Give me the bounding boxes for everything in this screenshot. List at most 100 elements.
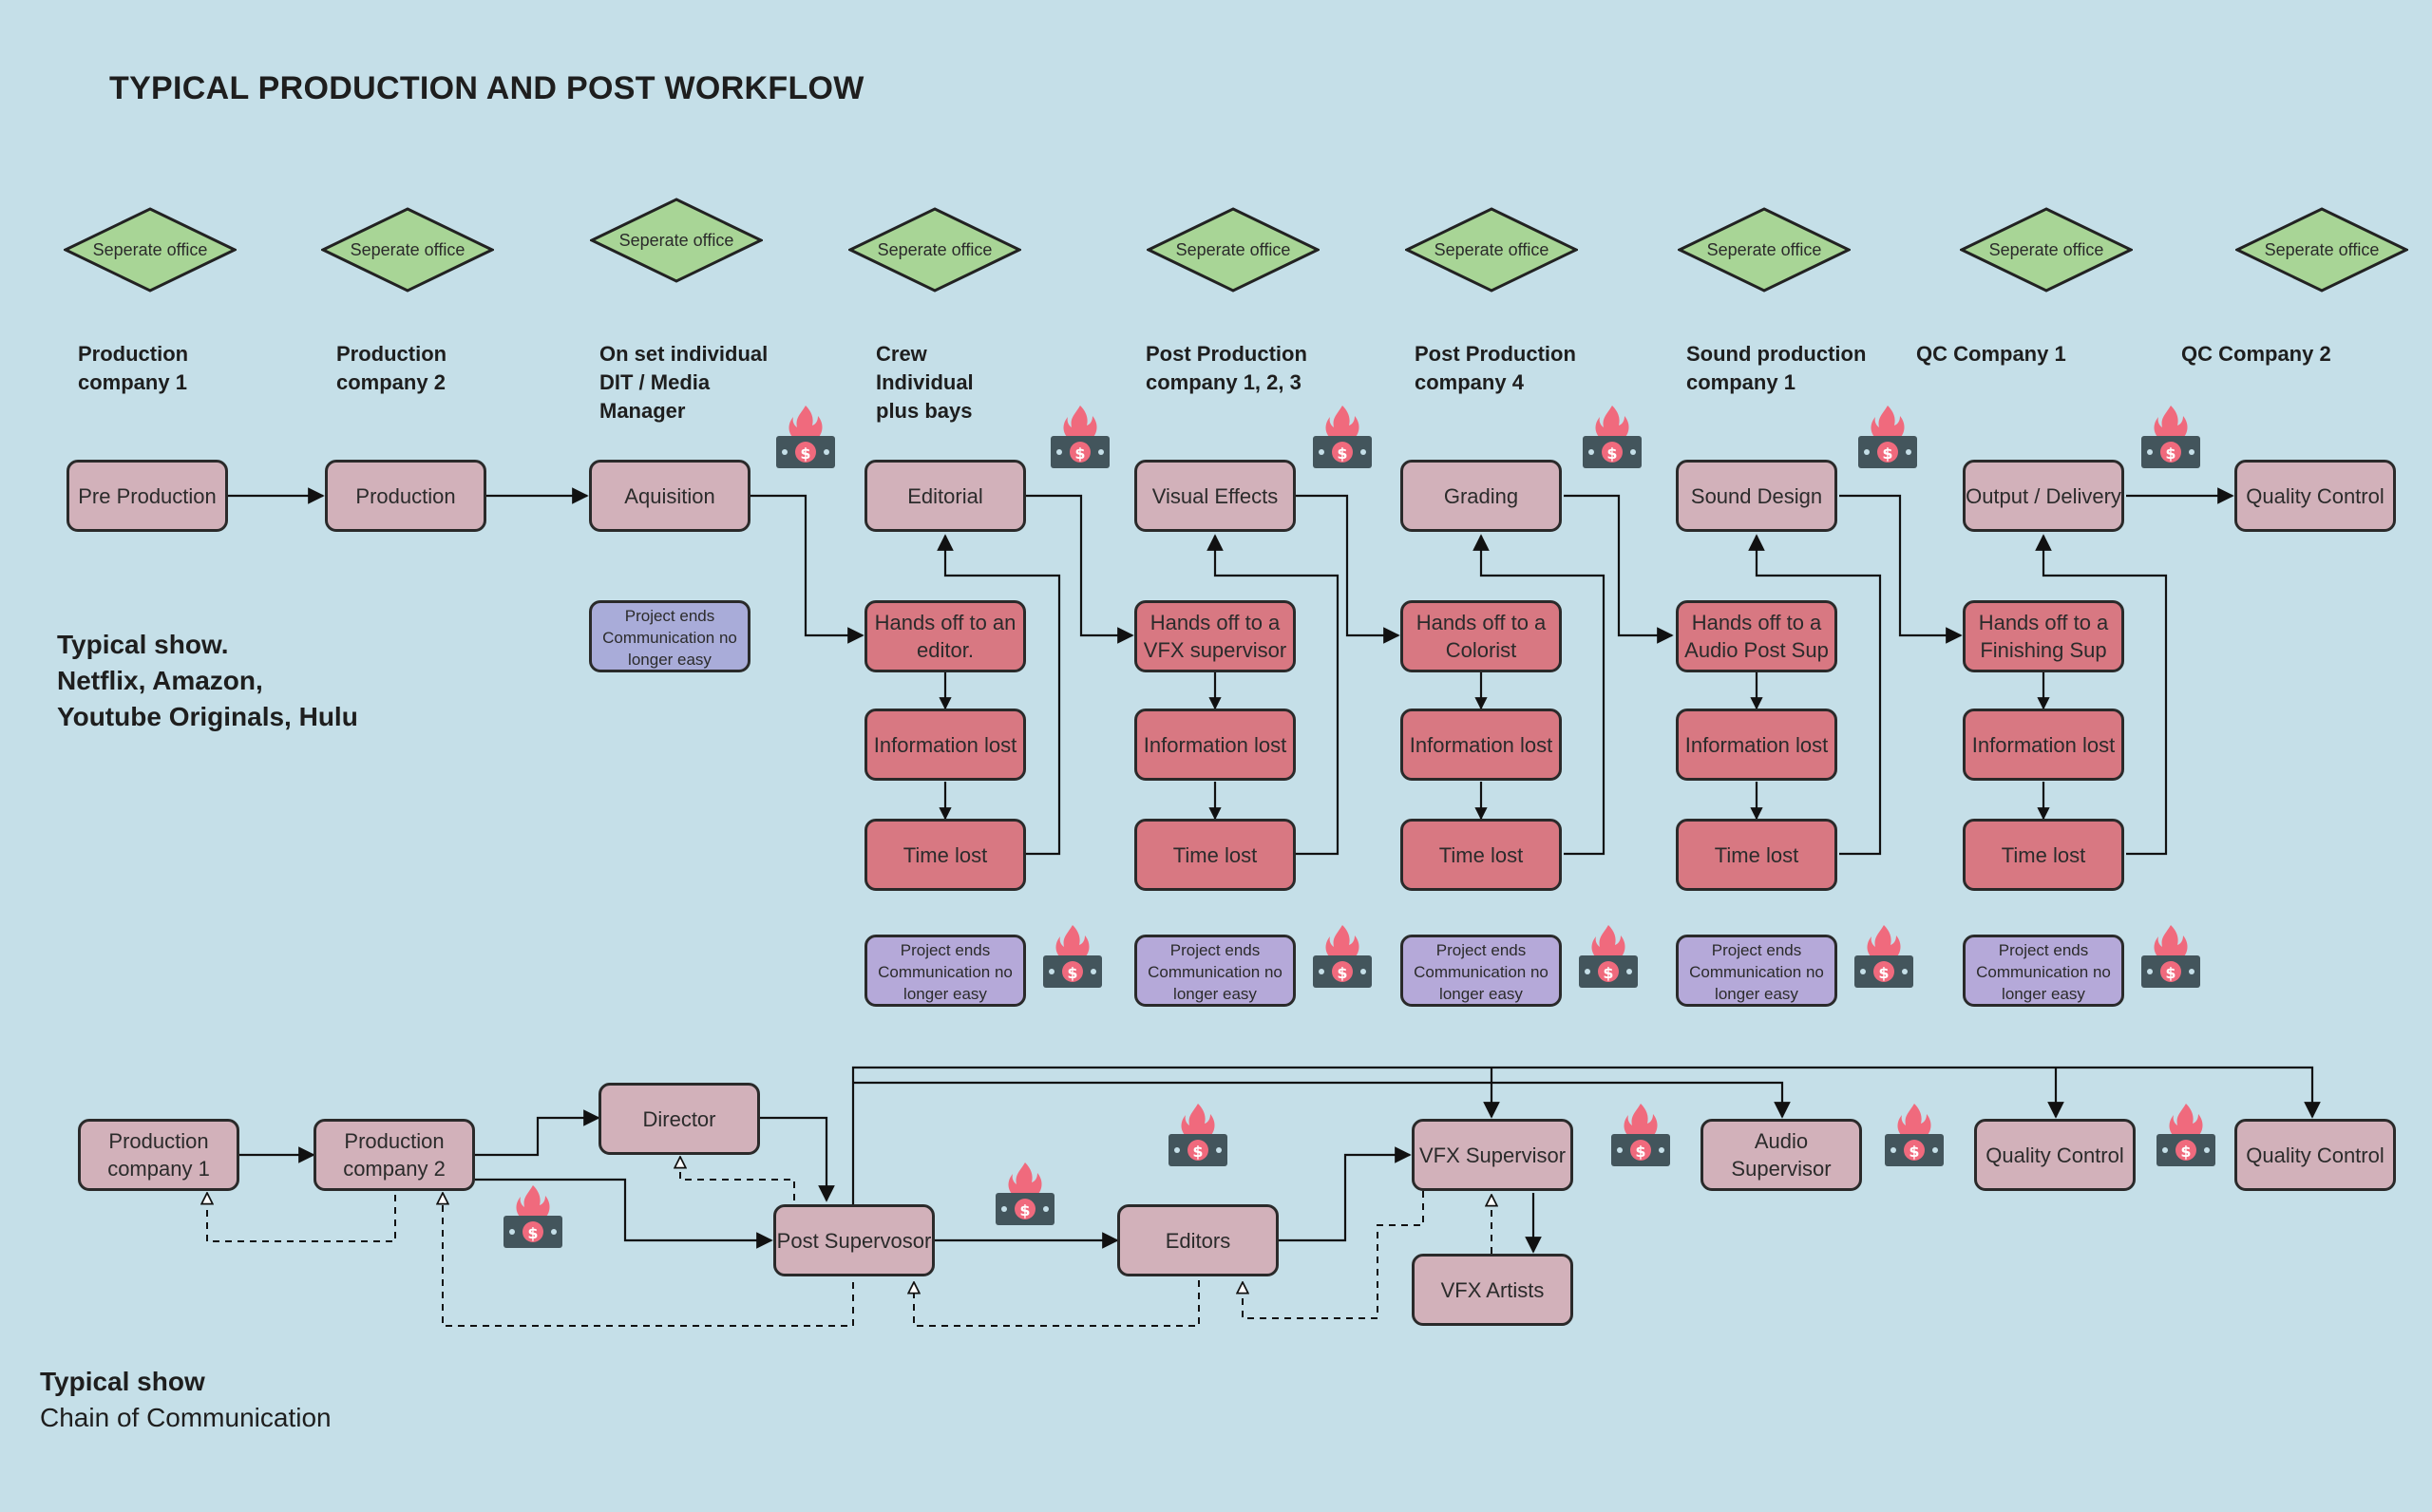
- chain-editors: Editors: [1117, 1204, 1279, 1276]
- column-label-1: Production company 1: [78, 342, 189, 394]
- information-lost-1: Information lost: [864, 709, 1026, 781]
- separate-office-diamond-6: Seperate office: [1405, 207, 1578, 293]
- svg-text:$: $: [1603, 964, 1613, 982]
- money-burning-icon: $: [1854, 925, 1913, 988]
- typical-show-note-line-1: Typical show.: [57, 630, 229, 659]
- column-label-3: On set individual DIT / Media Manager: [599, 342, 769, 423]
- chain-production-company-2: Production company 2: [314, 1119, 475, 1191]
- money-burning-icon: $: [1583, 406, 1642, 468]
- separate-office-diamond-3: Seperate office: [590, 198, 763, 283]
- money-burning-icon: $: [1313, 925, 1372, 988]
- stage-visual-effects: Visual Effects: [1134, 460, 1296, 532]
- chain-vfx-artists: VFX Artists: [1412, 1254, 1573, 1326]
- separate-office-diamond-9: Seperate office: [2235, 207, 2408, 293]
- handoff-audio-post-sup: Hands off to a Audio Post Sup: [1676, 600, 1837, 672]
- information-lost-2: Information lost: [1134, 709, 1296, 781]
- chain-audio-supervisor: Audio Supervisor: [1700, 1119, 1862, 1191]
- column-label-4: Crew Individual plus bays: [876, 342, 974, 423]
- separate-office-diamond-7: Seperate office: [1678, 207, 1851, 293]
- caption-subtitle: Chain of Communication: [40, 1403, 332, 1432]
- chain-quality-control-1: Quality Control: [1974, 1119, 2136, 1191]
- svg-text:$: $: [1074, 444, 1085, 463]
- svg-text:$: $: [527, 1224, 538, 1242]
- column-label-2: Production company 2: [336, 342, 447, 394]
- money-burning-icon: $: [1313, 406, 1372, 468]
- money-burning-icon: $: [996, 1162, 1054, 1225]
- time-lost-1: Time lost: [864, 819, 1026, 891]
- typical-show-note-line-3: Youtube Originals, Hulu: [57, 702, 358, 731]
- handoff-finishing-sup: Hands off to a Finishing Sup: [1963, 600, 2124, 672]
- column-label-7: Sound production company 1: [1686, 342, 1867, 394]
- handoff-colorist: Hands off to a Colorist: [1400, 600, 1562, 672]
- project-ends-note-4: Project ends Communication no longer eas…: [1676, 935, 1837, 1007]
- time-lost-5: Time lost: [1963, 819, 2124, 891]
- svg-text:$: $: [1882, 444, 1892, 463]
- handoff-vfx-supervisor: Hands off to a VFX supervisor: [1134, 600, 1296, 672]
- chain-quality-control-2: Quality Control: [2234, 1119, 2396, 1191]
- svg-text:$: $: [1606, 444, 1617, 463]
- stage-output-delivery: Output / Delivery: [1963, 460, 2124, 532]
- money-burning-icon: $: [1043, 925, 1102, 988]
- separate-office-diamond-4: Seperate office: [848, 207, 1021, 293]
- information-lost-4: Information lost: [1676, 709, 1837, 781]
- typical-show-note-line-2: Netflix, Amazon,: [57, 666, 263, 695]
- project-ends-note-3: Project ends Communication no longer eas…: [1400, 935, 1562, 1007]
- money-burning-icon: $: [2141, 925, 2200, 988]
- project-ends-note-2: Project ends Communication no longer eas…: [1134, 935, 1296, 1007]
- separate-office-diamond-1: Seperate office: [64, 207, 237, 293]
- chain-post-supervisor: Post Supervosor: [773, 1204, 935, 1276]
- svg-text:$: $: [1337, 444, 1347, 463]
- time-lost-2: Time lost: [1134, 819, 1296, 891]
- svg-text:$: $: [1878, 964, 1889, 982]
- separate-office-diamond-2: Seperate office: [321, 207, 494, 293]
- stage-production: Production: [325, 460, 486, 532]
- page-title: TYPICAL PRODUCTION AND POST WORKFLOW: [109, 70, 864, 106]
- time-lost-4: Time lost: [1676, 819, 1837, 891]
- svg-text:$: $: [800, 444, 810, 463]
- project-ends-note-1: Project ends Communication no longer eas…: [864, 935, 1026, 1007]
- chain-director: Director: [598, 1083, 760, 1155]
- stage-aquisition: Aquisition: [589, 460, 750, 532]
- caption-title: Typical show: [40, 1367, 205, 1396]
- information-lost-5: Information lost: [1963, 709, 2124, 781]
- svg-text:$: $: [1019, 1201, 1030, 1219]
- money-burning-icon: $: [1051, 406, 1110, 468]
- chain-vfx-supervisor: VFX Supervisor: [1412, 1119, 1573, 1191]
- svg-text:$: $: [1192, 1143, 1203, 1161]
- svg-text:$: $: [1909, 1143, 1919, 1161]
- svg-text:$: $: [1337, 964, 1347, 982]
- chain-production-company-1: Production company 1: [78, 1119, 239, 1191]
- svg-text:$: $: [1635, 1143, 1645, 1161]
- money-burning-icon: $: [1579, 925, 1638, 988]
- money-burning-icon: $: [2141, 406, 2200, 468]
- column-label-8: QC Company 1: [1916, 342, 2066, 366]
- money-burning-icon: $: [2156, 1104, 2215, 1166]
- separate-office-diamond-8: Seperate office: [1960, 207, 2133, 293]
- typical-show-note: Typical show. Netflix, Amazon, Youtube O…: [57, 627, 358, 735]
- column-label-9: QC Company 2: [2181, 342, 2331, 366]
- time-lost-3: Time lost: [1400, 819, 1562, 891]
- stage-sound-design: Sound Design: [1676, 460, 1837, 532]
- money-burning-icon: $: [1168, 1104, 1227, 1166]
- svg-text:$: $: [2165, 444, 2176, 463]
- project-ends-note-5: Project ends Communication no longer eas…: [1963, 935, 2124, 1007]
- column-label-5: Post Production company 1, 2, 3: [1146, 342, 1307, 394]
- column-label-6: Post Production company 4: [1415, 342, 1576, 394]
- money-burning-icon: $: [776, 406, 835, 468]
- chain-of-communication-caption: Typical show Chain of Communication: [40, 1364, 332, 1436]
- svg-text:$: $: [1067, 964, 1077, 982]
- separate-office-diamond-5: Seperate office: [1147, 207, 1320, 293]
- stage-grading: Grading: [1400, 460, 1562, 532]
- stage-pre-production: Pre Production: [66, 460, 228, 532]
- project-ends-note-aquisition: Project ends Communication no longer eas…: [589, 600, 750, 672]
- information-lost-3: Information lost: [1400, 709, 1562, 781]
- money-burning-icon: $: [1885, 1104, 1944, 1166]
- money-burning-icon: $: [1858, 406, 1917, 468]
- money-burning-icon: $: [504, 1185, 562, 1248]
- stage-quality-control: Quality Control: [2234, 460, 2396, 532]
- svg-text:$: $: [2165, 964, 2176, 982]
- stage-editorial: Editorial: [864, 460, 1026, 532]
- svg-text:$: $: [2180, 1143, 2191, 1161]
- handoff-editor: Hands off to an editor.: [864, 600, 1026, 672]
